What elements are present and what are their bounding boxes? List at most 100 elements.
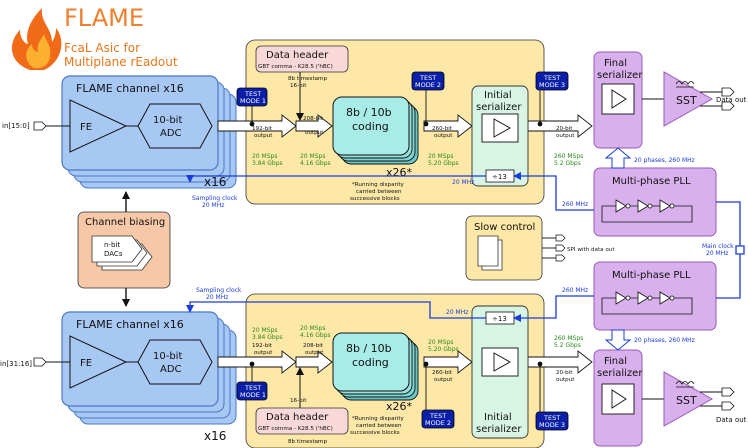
divider-label-top: ÷13 — [492, 173, 507, 181]
data-header-16bit-bottom: 16-bit — [290, 398, 307, 404]
test-mode-1-bottom: TEST MODE 1 — [236, 361, 268, 401]
sst-label-bottom: SST — [676, 394, 697, 407]
bus-arrow-20-top — [527, 114, 593, 138]
bus-192-label-1-bottom: 192-bit — [252, 343, 273, 349]
coding-block-bottom: 8b / 10b coding x26* *Running disparity … — [332, 332, 419, 436]
data-header-title-top: Data header — [266, 50, 329, 61]
data-header-16bit-top: 16-bit — [290, 83, 307, 89]
phases-label-bottom: 20 phases, 260 MHz — [634, 337, 695, 344]
fe-label-top: FE — [80, 122, 92, 133]
test-mode-3-bottom: TEST MODE 3 — [535, 361, 569, 431]
channel-stack-bottom: FLAME channel x16 FE 10-bit ADC x16 — [61, 311, 237, 443]
coding-note-2-top: carried between — [356, 189, 402, 195]
clock-network — [186, 172, 745, 322]
pll-bottom: Multi-phase PLL — [593, 261, 717, 331]
rate-3a-bottom: 20 MSps — [428, 339, 453, 346]
clock-260mhz-bottom: 260 MHz — [562, 287, 588, 294]
test-mode-3-top: TEST MODE 3 — [535, 71, 569, 127]
bus-arrow-20-bottom — [527, 350, 593, 374]
adc-label-2-bottom: ADC — [160, 364, 182, 375]
rate-1a-bottom: 20 MSps — [252, 327, 277, 334]
final-serializer-label-1-top: Final — [604, 58, 627, 69]
bus-260-label-1-top: 260-bit — [432, 126, 453, 132]
coding-label-2-bottom: coding — [352, 356, 389, 369]
bus-208-label-1-bottom: 208-bit — [303, 343, 324, 349]
bus-arrow-192-bottom — [217, 350, 297, 374]
logo-subtitle-1: FcaL Asic for — [64, 41, 140, 55]
bus-260-label-1-bottom: 260-bit — [432, 370, 453, 376]
data-header-bottom: 16-bit Data header GBT comma - K28.5 ('h… — [255, 367, 349, 445]
clock-260mhz-top: 260 MHz — [562, 201, 588, 208]
coding-note-1-bottom: *Running disparity — [352, 416, 405, 422]
bus-arrow-260-bottom — [423, 350, 473, 374]
bus-192-label-1-top: 192-bit — [252, 126, 273, 132]
bus-260-label-2-bottom: output — [434, 377, 453, 383]
rate-4b-top: 5.2 Gbps — [554, 160, 581, 167]
rate-2b-top: 4.16 Gbps — [300, 160, 331, 167]
sst-label-top: SST — [676, 94, 697, 107]
bus-208-label-1-top: 208-bit — [303, 116, 324, 122]
final-serializer-bottom: Final serializer — [593, 349, 643, 447]
x16-label-top: x16 — [204, 175, 226, 189]
adc-label-2-top: ADC — [160, 128, 182, 139]
coding-label-1-bottom: 8b / 10b — [346, 342, 392, 355]
channel-title-top: FLAME channel x16 — [76, 82, 184, 95]
bus-208-label-2-top: output — [305, 130, 324, 136]
svg-text:TEST: TEST — [543, 74, 560, 82]
initial-serializer-bottom: ÷13 Initial serializer — [471, 305, 529, 439]
rate-4a-top: 260 MSps — [554, 153, 583, 160]
main-clock-label-2: 20 MHz — [706, 250, 728, 257]
logo-subtitle-2: Multiplane rEadout — [64, 55, 178, 69]
input-label-top: in[15:0] — [2, 122, 30, 130]
spi-label: SPI with data out — [567, 247, 615, 253]
bus-260-label-2-top: output — [434, 133, 453, 139]
coding-x26-top: x26* — [386, 166, 413, 179]
bus-20-label-2-bottom: output — [556, 377, 575, 383]
coding-label-2-top: coding — [352, 120, 389, 133]
test-mode-2-top: TEST MODE 2 — [411, 71, 445, 127]
bus-20-label-2-top: output — [556, 133, 575, 139]
svg-text:MODE 1: MODE 1 — [240, 97, 266, 105]
bus-20-label-1-top: 20-bit — [556, 126, 573, 132]
rate-2a-top: 20 MSps — [300, 153, 325, 160]
svg-text:MODE 3: MODE 3 — [539, 421, 565, 429]
data-header-comma-bottom: GBT comma - K28.5 ('hBC) — [258, 426, 333, 432]
rate-1b-top: 3.84 Gbps — [252, 160, 283, 167]
svg-text:MODE 1: MODE 1 — [240, 391, 266, 399]
bus-192-label-2-bottom: output — [254, 350, 273, 356]
clock-20mhz-top: 20 MHz — [452, 179, 474, 186]
pll-top: Multi-phase PLL — [593, 167, 717, 237]
input-bottom: in[31:16] — [0, 357, 70, 368]
phase-arrow-bottom — [604, 329, 632, 351]
data-out-label-bottom: Data out — [716, 416, 747, 424]
pll-label-top: Multi-phase PLL — [612, 176, 691, 187]
x16-label-bottom: x16 — [204, 429, 226, 443]
channel-title-bottom: FLAME channel x16 — [76, 318, 184, 331]
sampling-clock-label-2-top: 20 MHz — [202, 202, 224, 209]
dacs-label-1: n-bit — [104, 241, 120, 249]
rate-2b-bottom: 4.16 Gbps — [300, 332, 331, 339]
svg-text:TEST: TEST — [543, 414, 560, 422]
rate-1a-top: 20 MSps — [252, 153, 277, 160]
data-header-timestamp-top: 8b timestamp — [288, 76, 328, 82]
sst-driver-bottom: SST Data out — [642, 371, 747, 427]
sampling-clock-label-1-bottom: Sampling clock — [196, 287, 242, 294]
phases-label-top: 20 phases, 260 MHz — [634, 157, 695, 164]
logo-title: FLAME — [64, 4, 144, 32]
channel-biasing-label: Channel biasing — [85, 217, 165, 228]
channel-stack-top: FLAME channel x16 FE 10-bit ADC x16 — [61, 75, 237, 189]
rate-4b-bottom: 5.2 Gbps — [554, 342, 581, 349]
final-serializer-label-2-top: serializer — [597, 70, 643, 81]
svg-text:TEST: TEST — [429, 412, 446, 420]
initial-serializer-label-2-bottom: serializer — [476, 424, 522, 435]
rate-3a-top: 20 MSps — [428, 153, 453, 160]
svg-text:TEST: TEST — [244, 384, 261, 392]
initial-serializer-label-1-top: Initial — [484, 90, 512, 101]
rate-3b-bottom: 5.20 Gbps — [428, 346, 459, 353]
final-serializer-label-1-bottom: Final — [604, 356, 627, 367]
adc-label-1-top: 10-bit — [153, 115, 182, 126]
data-header-timestamp-bottom: 8b timestamp — [288, 439, 328, 445]
coding-x26-bottom: x26* — [386, 400, 413, 413]
adc-block-bottom — [137, 339, 213, 385]
